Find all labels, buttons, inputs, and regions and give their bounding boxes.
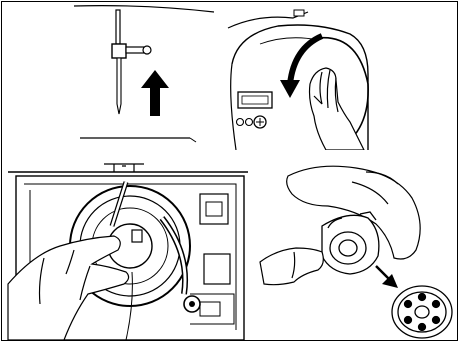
panel-button — [237, 119, 244, 126]
needle-raise-panel — [4, 4, 216, 150]
up-arrow-icon — [141, 70, 169, 116]
clamp-screw — [126, 47, 144, 53]
handwheel-turn-panel — [218, 4, 454, 150]
hand-icon — [8, 236, 129, 340]
panel-button — [246, 119, 253, 126]
hand-icon — [260, 248, 323, 285]
bobbin-case-removal-panel — [4, 154, 254, 340]
down-arrow-icon — [376, 266, 398, 288]
lcd-display — [238, 92, 272, 108]
bobbin — [392, 286, 452, 338]
needle — [117, 58, 121, 114]
bobbin-release-panel — [256, 154, 454, 340]
needle-clamp — [112, 44, 126, 58]
bobbin-case — [322, 212, 379, 274]
needle-bar — [116, 10, 120, 44]
hand-icon — [310, 68, 365, 150]
machine-outline — [74, 6, 214, 12]
